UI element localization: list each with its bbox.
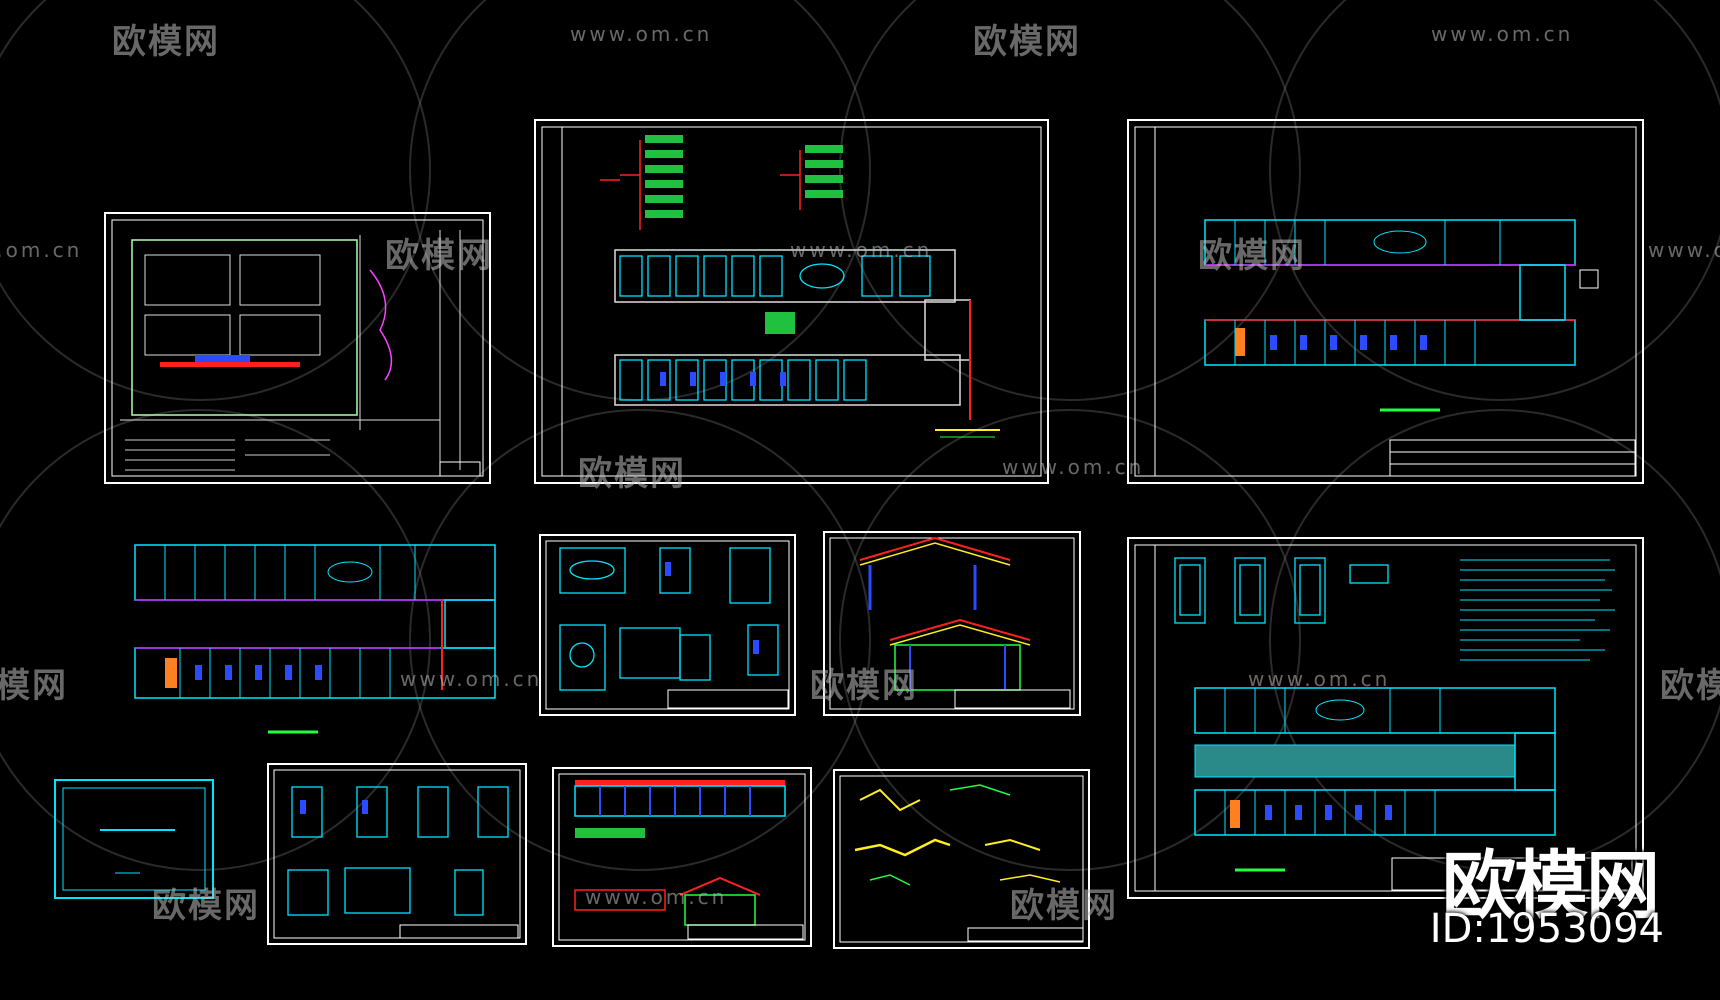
watermark-logo: 欧模网: [578, 454, 686, 494]
watermark-logo: 欧模网: [152, 886, 260, 926]
watermark-url: www.om.cn: [1002, 455, 1145, 479]
watermark-url: www.om.cn: [0, 238, 83, 262]
site-plan-sheet[interactable]: [104, 212, 491, 484]
watermark-url: www.om.cn: [585, 885, 728, 909]
floor-plan-strip[interactable]: [134, 544, 496, 734]
watermark-logo: 欧模网: [1198, 236, 1306, 276]
roof-section-sheet[interactable]: [823, 531, 1081, 716]
elevation-sheet[interactable]: [552, 767, 812, 947]
detail-rooms-sheet[interactable]: [539, 534, 796, 716]
room-details-sheet[interactable]: [267, 763, 527, 945]
watermark-logo: 欧模网: [810, 666, 918, 706]
watermark-url: www.om.cn: [1431, 22, 1574, 46]
watermark-url: www.om.cn: [1648, 238, 1720, 262]
watermark-logo: 欧模网: [973, 22, 1081, 62]
watermark-logo: 欧模网: [0, 666, 68, 706]
pipe-detail-sheet[interactable]: [833, 769, 1090, 949]
watermark-logo: 欧模网: [112, 22, 220, 62]
floor-plan-sheet-2[interactable]: [1127, 119, 1644, 484]
brand-logo: 欧模网: [1442, 843, 1660, 929]
watermark-url: www.om.cn: [400, 667, 543, 691]
watermark-logo: 欧模网: [1660, 666, 1720, 706]
watermark-url: www.om.cn: [1248, 667, 1391, 691]
watermark-url: www.om.cn: [790, 238, 933, 262]
watermark-logo: 欧模网: [385, 236, 493, 276]
cover-sheet[interactable]: [54, 779, 214, 899]
floor-plan-sheet-1[interactable]: [534, 119, 1049, 484]
watermark-logo: 欧模网: [1010, 886, 1118, 926]
watermark-rings: [0, 0, 1720, 871]
watermark-url: www.om.cn: [570, 22, 713, 46]
model-id-label: ID:1953094: [1429, 906, 1664, 952]
door-window-plan-sheet[interactable]: [1127, 537, 1644, 899]
